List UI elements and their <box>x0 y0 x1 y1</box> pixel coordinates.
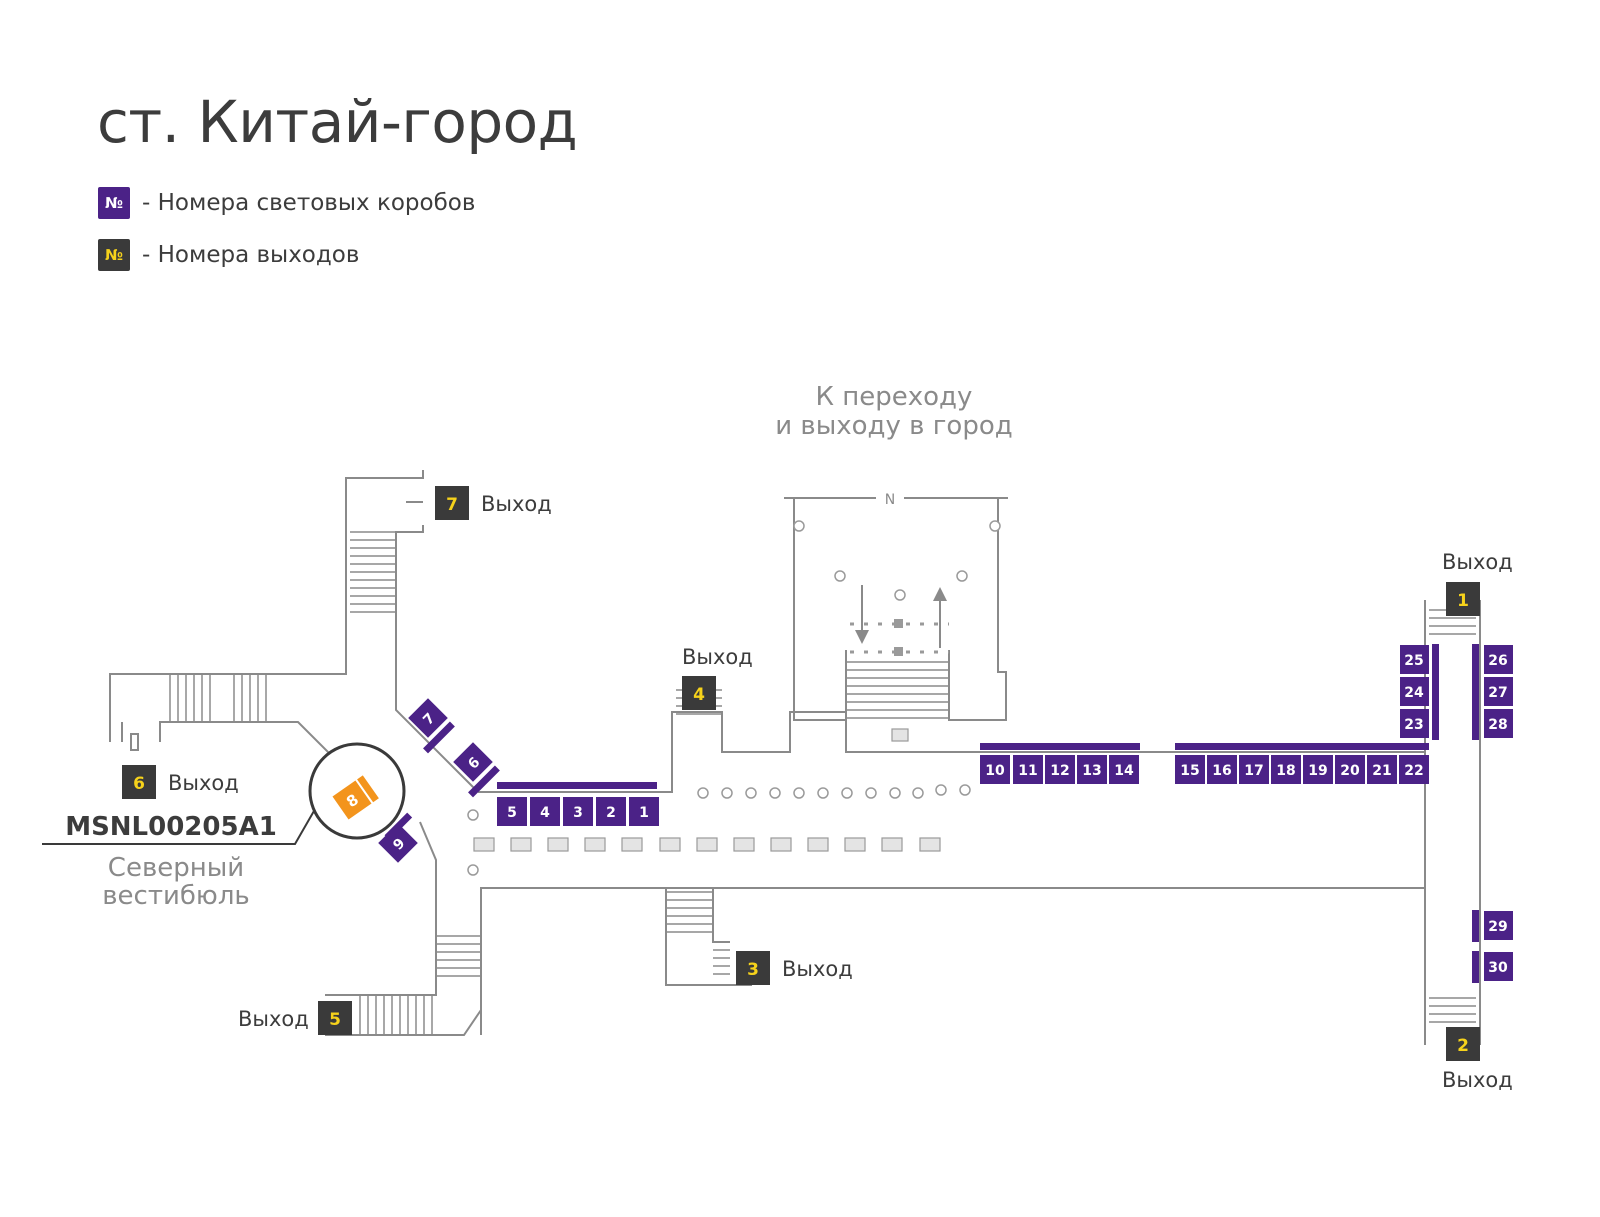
svg-text:17: 17 <box>1244 763 1263 779</box>
svg-text:16: 16 <box>1212 763 1231 779</box>
svg-text:15: 15 <box>1180 763 1199 779</box>
svg-text:3: 3 <box>573 805 583 821</box>
exit-4: 4 Выход <box>682 645 753 710</box>
light-box-2: 2 <box>596 797 626 826</box>
columns <box>467 520 1001 876</box>
svg-text:7: 7 <box>446 495 458 515</box>
light-boxes: 5 4 3 2 1 7 6 9 10 11 12 13 14 15 16 <box>378 644 1513 983</box>
svg-text:18: 18 <box>1276 763 1295 779</box>
light-box-12: 12 <box>1045 755 1075 784</box>
svg-text:2: 2 <box>606 805 616 821</box>
exit-5: 5 Выход <box>238 1001 352 1035</box>
svg-text:1: 1 <box>1457 591 1469 611</box>
exit-1-label: Выход <box>1442 550 1513 574</box>
svg-text:6: 6 <box>133 774 145 794</box>
exit-5-label: Выход <box>238 1007 309 1031</box>
exit-2-label: Выход <box>1442 1068 1513 1092</box>
light-box-29: 29 <box>1484 911 1513 940</box>
light-box-15: 15 <box>1175 755 1205 784</box>
light-box-19: 19 <box>1303 755 1333 784</box>
light-box-17: 17 <box>1239 755 1269 784</box>
light-box-9: 9 <box>378 812 418 863</box>
svg-text:5: 5 <box>507 805 517 821</box>
exit-6: 6 Выход <box>122 765 239 799</box>
svg-text:30: 30 <box>1488 960 1508 976</box>
exit-3: 3 Выход <box>736 951 853 985</box>
legend-exit-badge: № <box>98 239 130 271</box>
light-box-16: 16 <box>1207 755 1237 784</box>
legend-box-badge: № <box>98 187 130 219</box>
legend-exit-text: - Номера выходов <box>142 242 360 268</box>
exit-2: 2 Выход <box>1442 1027 1513 1092</box>
light-box-20: 20 <box>1335 755 1365 784</box>
light-box-4: 4 <box>530 797 560 826</box>
code-leader-line <box>42 803 319 845</box>
svg-text:29: 29 <box>1488 919 1507 935</box>
transfer-label-line1: К переходу <box>816 382 973 412</box>
light-box-28: 28 <box>1484 709 1513 738</box>
light-box-5: 5 <box>497 797 527 826</box>
legend-item-boxes: № - Номера световых коробов <box>98 186 475 220</box>
svg-text:12: 12 <box>1050 763 1069 779</box>
vestibule-label-line1: Северный <box>108 853 244 883</box>
light-box-10: 10 <box>980 755 1010 784</box>
svg-text:26: 26 <box>1488 653 1507 669</box>
svg-text:14: 14 <box>1114 763 1134 779</box>
svg-text:11: 11 <box>1018 763 1037 779</box>
light-box-11: 11 <box>1013 755 1043 784</box>
light-box-25: 25 <box>1400 645 1429 674</box>
svg-text:2: 2 <box>1457 1036 1469 1056</box>
svg-text:20: 20 <box>1340 763 1360 779</box>
transfer-label-line2: и выходу в город <box>775 411 1012 441</box>
light-box-13: 13 <box>1077 755 1107 784</box>
light-box-14: 14 <box>1109 755 1139 784</box>
benches <box>473 728 941 852</box>
svg-text:4: 4 <box>540 805 550 821</box>
svg-text:1: 1 <box>639 805 649 821</box>
svg-text:27: 27 <box>1488 685 1507 701</box>
exit-7-label: Выход <box>481 492 552 516</box>
light-box-22: 22 <box>1399 755 1429 784</box>
exit-3-label: Выход <box>782 957 853 981</box>
exit-6-label: Выход <box>168 771 239 795</box>
escalator-arrows <box>850 585 949 656</box>
light-box-1: 1 <box>629 797 659 826</box>
exit-markers: 7 Выход 4 Выход 6 Выход 3 Выход 5 Выход … <box>122 486 1513 1092</box>
floor-plan-walls <box>109 470 1481 1045</box>
svg-text:19: 19 <box>1308 763 1327 779</box>
light-box-7: 7 <box>408 698 455 754</box>
stairs <box>169 531 1476 1035</box>
exit-4-label: Выход <box>682 645 753 669</box>
vestibule-label-line2: вестибюль <box>102 881 250 911</box>
light-box-3: 3 <box>563 797 593 826</box>
light-box-21: 21 <box>1367 755 1397 784</box>
light-box-27: 27 <box>1484 677 1513 706</box>
light-box-18: 18 <box>1271 755 1301 784</box>
light-box-23: 23 <box>1400 709 1429 738</box>
light-box-24: 24 <box>1400 677 1429 706</box>
light-box-26: 26 <box>1484 645 1513 674</box>
light-box-30: 30 <box>1484 952 1513 981</box>
north-marker: N <box>885 492 895 508</box>
svg-text:24: 24 <box>1404 685 1424 701</box>
light-box-6: 6 <box>453 742 500 798</box>
svg-text:28: 28 <box>1488 717 1507 733</box>
svg-text:3: 3 <box>747 960 759 980</box>
svg-text:23: 23 <box>1404 717 1423 733</box>
svg-text:22: 22 <box>1404 763 1423 779</box>
code-label: MSNL00205A1 <box>65 812 277 842</box>
legend-item-exits: № - Номера выходов <box>98 238 359 272</box>
svg-text:10: 10 <box>985 763 1005 779</box>
exit-7: 7 Выход <box>435 486 552 520</box>
svg-text:5: 5 <box>329 1010 341 1030</box>
light-box-8-highlighted[interactable]: 8 <box>332 775 379 820</box>
svg-text:13: 13 <box>1082 763 1101 779</box>
svg-text:25: 25 <box>1404 653 1423 669</box>
page-title: ст. Китай-город <box>97 88 578 156</box>
svg-text:4: 4 <box>693 685 705 705</box>
svg-text:21: 21 <box>1372 763 1391 779</box>
legend-box-text: - Номера световых коробов <box>142 190 476 216</box>
exit-1: 1 Выход <box>1442 550 1513 616</box>
